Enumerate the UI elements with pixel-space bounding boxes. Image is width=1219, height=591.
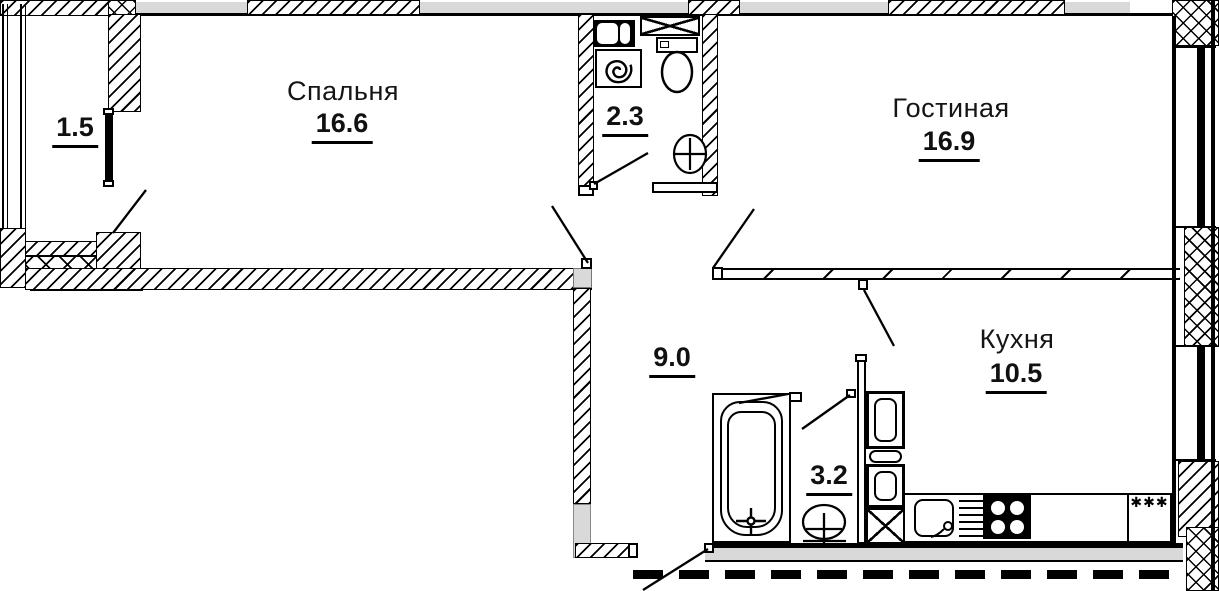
balcony-glazing-rail-2 (25, 4, 26, 240)
living-door-swing (712, 208, 755, 269)
wall-bedroom-left-upper (108, 14, 141, 112)
window-band-top-1 (128, 2, 247, 13)
wall-hall-bottom-cap (628, 543, 638, 558)
room-area-hallway: 9.0 (649, 342, 695, 378)
kitchen-appliance-upper (866, 391, 905, 449)
balcony-door-cap-top (103, 108, 114, 115)
wall-left-corner (0, 228, 26, 288)
balcony-glazing-outer (2, 4, 4, 240)
stove-burner (991, 501, 1005, 515)
window-living (1197, 46, 1205, 228)
wall-top-hatch-2 (688, 0, 740, 15)
wall-bottom-outer-line (30, 289, 143, 291)
wc-door-swing (593, 152, 649, 185)
wall-balcony-bottom (8, 241, 110, 257)
room-label-bedroom: Спальня (287, 76, 399, 106)
bath-door-hinge (846, 389, 856, 398)
appliance-door (874, 398, 897, 442)
wall-bottom-dashed-line (633, 570, 1183, 579)
kitchen-sink (914, 499, 954, 537)
window-band-top-4 (1065, 2, 1130, 13)
appliance-divider (869, 450, 902, 463)
bathtub-end-cap (789, 392, 802, 402)
bedroom-door-hinge (581, 258, 592, 269)
room-area-bedroom: 16.6 (311, 108, 373, 144)
appliance-door (874, 471, 897, 501)
wall-corner-top-right (1172, 0, 1219, 46)
wall-hall-bottom (575, 543, 630, 558)
wall-wc-left-cap (578, 185, 594, 196)
wall-partition-bath-kitchen (857, 358, 866, 544)
balcony-door-swing (112, 189, 147, 234)
wall-bottom-line (705, 543, 1183, 548)
bedroom-door-swing (551, 205, 589, 264)
room-area-kitchen: 10.5 (985, 358, 1047, 394)
wall-partition-top-cap (855, 354, 867, 362)
washing-machine-icon (593, 20, 635, 47)
vent-shaft-icon (640, 16, 700, 36)
balcony-door-leaf (105, 112, 113, 184)
wall-hall-left (573, 288, 591, 504)
balcony-glazing-rail (20, 4, 22, 240)
wall-wc-right (702, 14, 718, 196)
stove-burner (1010, 520, 1024, 534)
window-living-cap-top (1176, 46, 1216, 48)
duct-shaft-icon (866, 508, 905, 544)
stove-icon (983, 495, 1031, 539)
stove-burner (1010, 501, 1024, 515)
bath-door-swing (801, 394, 851, 430)
wall-living-bottom (712, 268, 1180, 280)
kitchen-door-hinge (858, 279, 868, 290)
window-band-top-3 (740, 2, 888, 13)
washing-machine-door (620, 23, 630, 44)
balcony-door-cap-bottom (103, 180, 114, 187)
stove-burner (991, 520, 1005, 534)
wall-bottom-band (705, 548, 1183, 562)
balcony-glazing-inner (7, 4, 8, 240)
kitchen-appliance-lower (866, 464, 905, 508)
room-area-balcony: 1.5 (52, 112, 98, 148)
wall-top-line (105, 13, 1175, 16)
wall-bedroom-bottom (25, 268, 592, 290)
kitchen-door-swing (862, 289, 896, 347)
room-label-kitchen: Кухня (979, 324, 1055, 354)
window-kitchen (1197, 347, 1205, 461)
wc-door-hinge (589, 181, 598, 190)
wall-right-outer-line (1211, 0, 1215, 591)
window-kitchen-cap-top (1176, 345, 1216, 347)
wall-top-hatch-3 (888, 0, 1065, 15)
wall-bedroom-left-lower (96, 232, 141, 272)
room-area-living: 16.9 (918, 126, 980, 162)
bath-washbasin (801, 503, 847, 545)
window-band-top-2 (420, 2, 688, 13)
refrigerator-stars: ✱✱✱ (1130, 495, 1169, 511)
toilet-flush-button (660, 41, 669, 48)
wall-top-hatch-1 (247, 0, 420, 15)
wall-balcony-top (0, 0, 110, 16)
window-kitchen-cap-bottom (1176, 459, 1216, 461)
washer-drum-box (595, 49, 642, 88)
toilet-tank (656, 37, 698, 53)
wall-wc-bottom-cap (652, 182, 718, 193)
entrance-door-hinge (704, 543, 714, 553)
bathtub-inner (727, 411, 776, 528)
wall-living-bottom-cap (712, 267, 723, 280)
refrigerator-icon: ✱✱✱ (1127, 493, 1172, 543)
wall-junction-block (573, 268, 592, 288)
washing-machine-body (597, 23, 618, 44)
sink-drainer-icon (959, 500, 983, 538)
wall-right-inner-line (1172, 16, 1176, 543)
room-area-bathroom: 3.2 (806, 460, 852, 496)
room-area-wc: 2.3 (602, 101, 648, 137)
room-label-living: Гостиная (892, 93, 1010, 123)
toilet-bowl (660, 50, 694, 94)
wall-wc-left (578, 14, 594, 190)
